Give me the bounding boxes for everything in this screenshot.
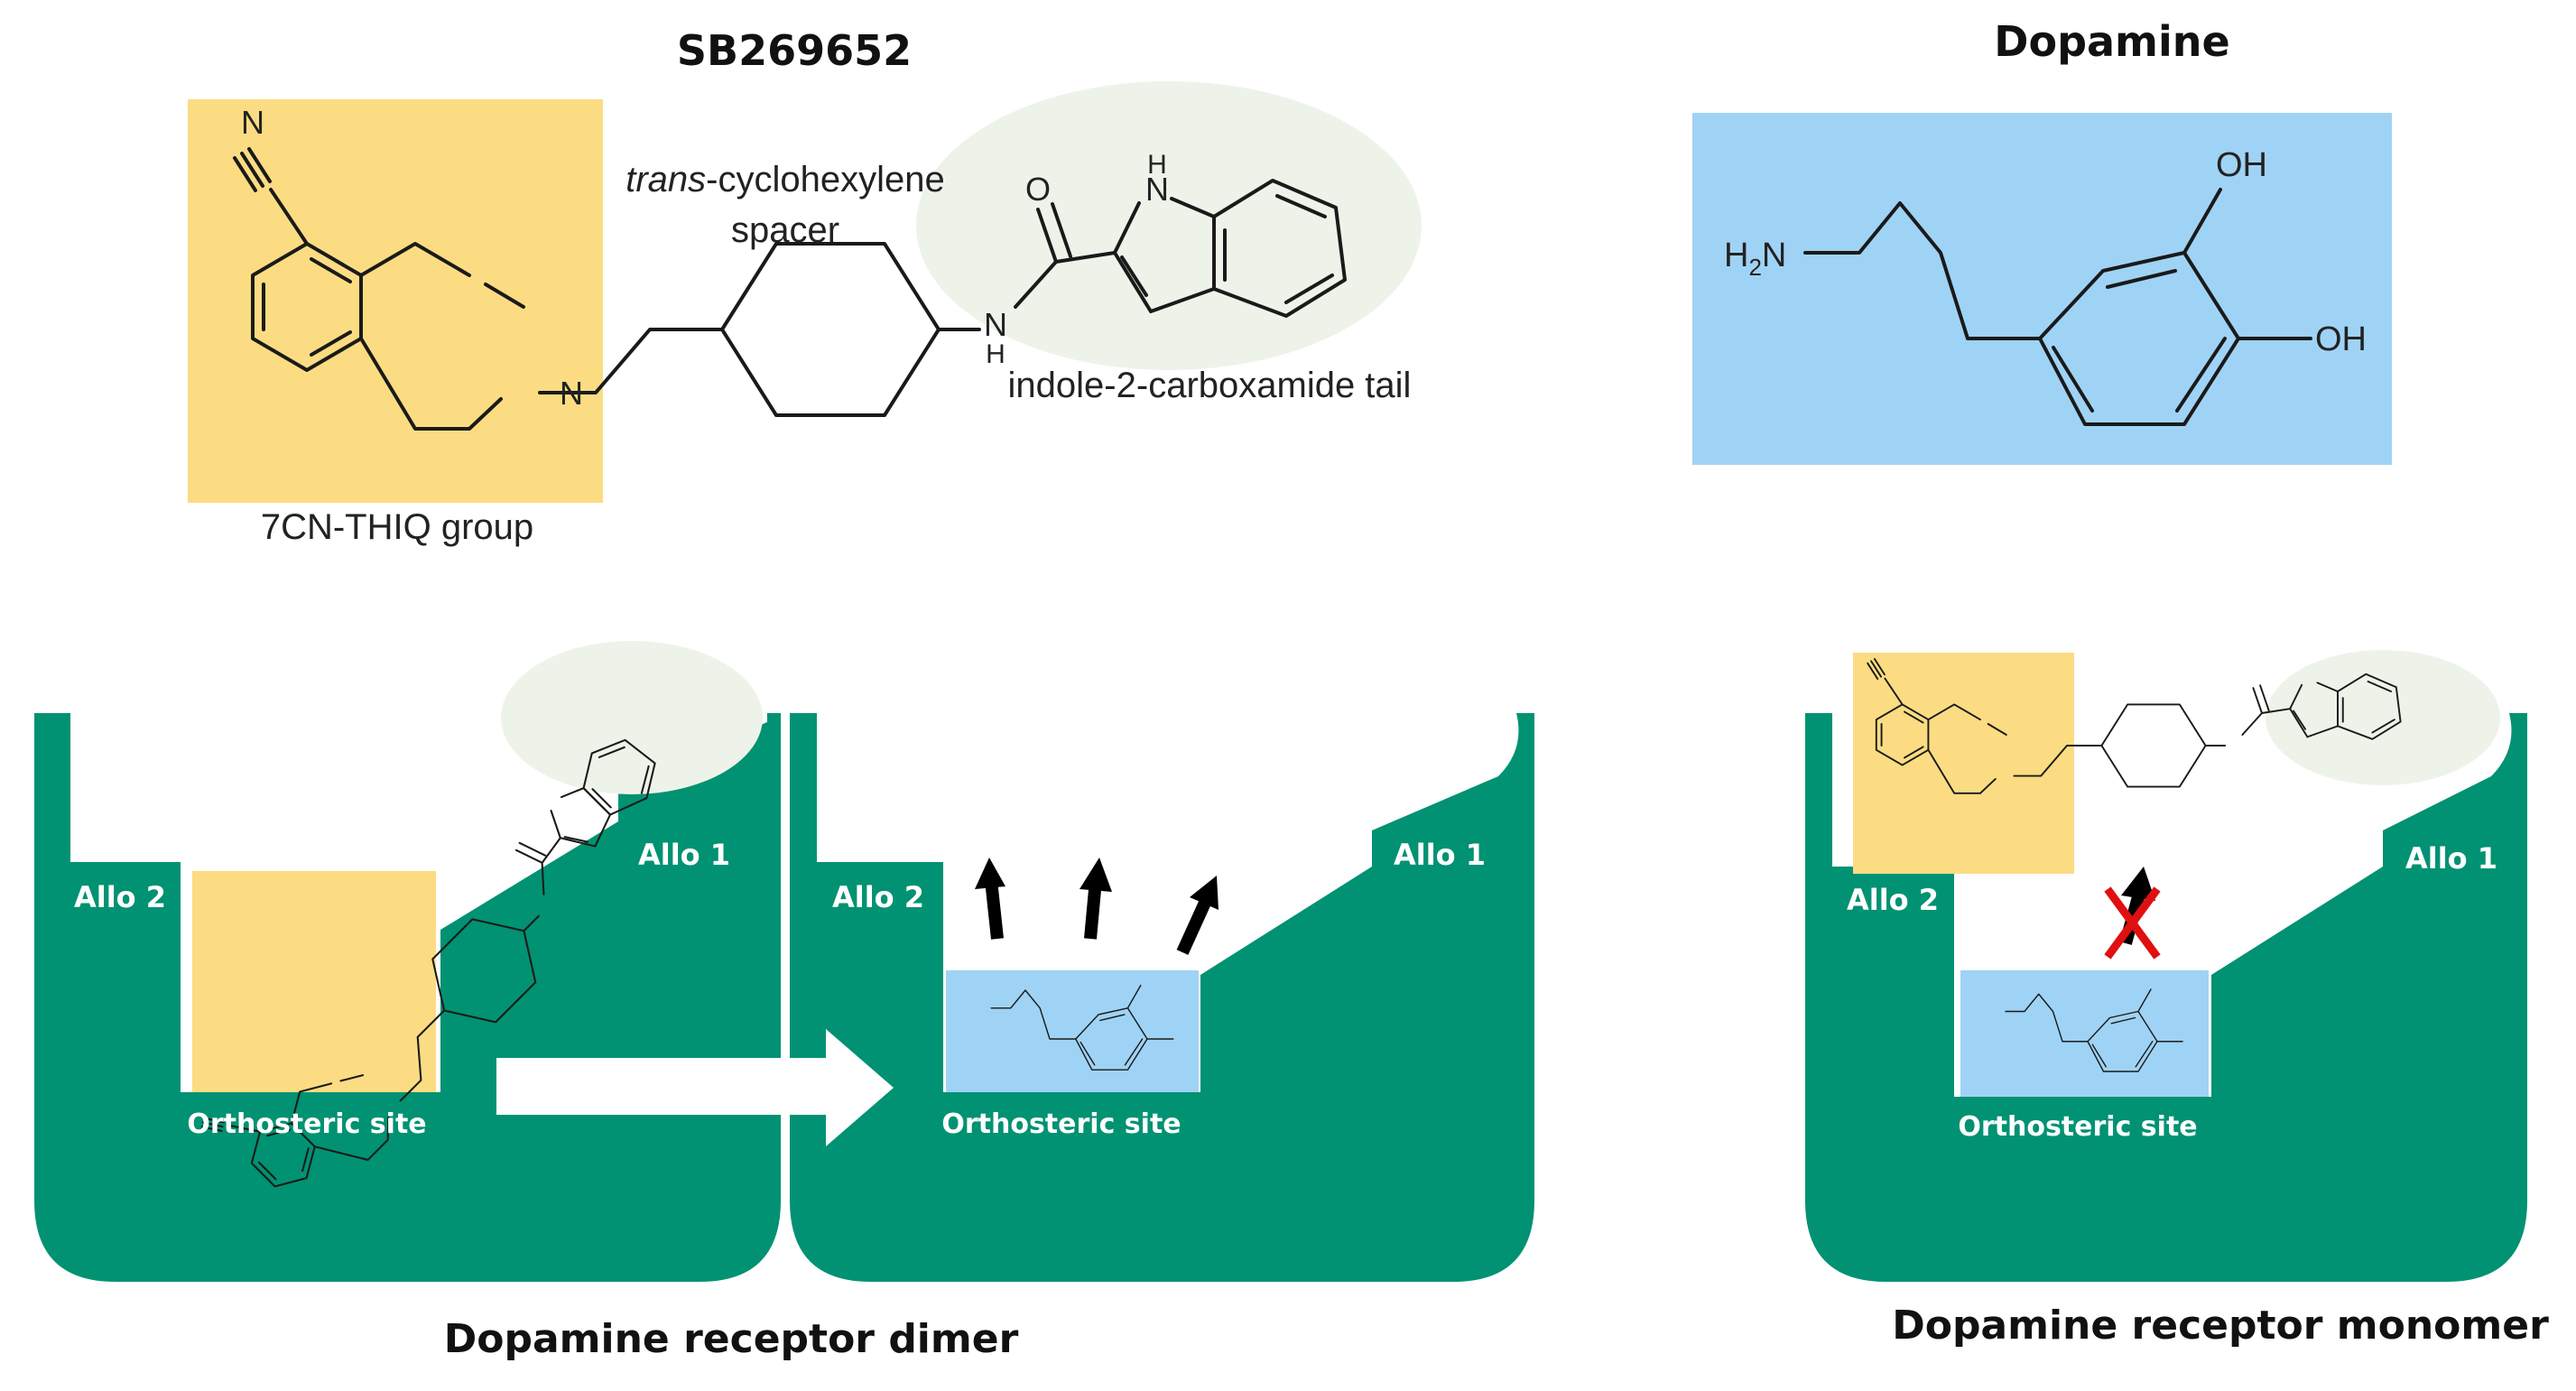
monomer-ortho: Orthosteric site	[1958, 1111, 2197, 1143]
dimer-ortho-right: Orthosteric site	[941, 1108, 1181, 1140]
atom-oh-top: OH	[2216, 146, 2267, 184]
monomer-allo1: Allo 1	[2405, 841, 2497, 876]
dimer-transition-arrow	[496, 1029, 894, 1146]
dimer-allo1-left: Allo 1	[638, 838, 730, 872]
spacer-label-line2: spacer	[731, 210, 839, 250]
receptor-monomer	[1805, 713, 2527, 1282]
receptor-left-protomer	[34, 713, 781, 1282]
thiq-highlight-box	[188, 99, 603, 503]
tail-label: indole-2-carboxamide tail	[1008, 366, 1412, 405]
dimer-allo1-right: Allo 1	[1394, 838, 1486, 872]
atom-n-indole: N	[1145, 171, 1169, 208]
atom-oh-right: OH	[2315, 320, 2367, 358]
atom-h2n-sub: 2	[1748, 254, 1761, 281]
sb269652-title: SB269652	[677, 26, 912, 75]
atom-h2n: H2N	[1724, 236, 1786, 281]
atom-n-amide: N	[984, 306, 1007, 343]
receptor-right-protomer	[790, 713, 1534, 1282]
monomer-allo2: Allo 2	[1847, 883, 1939, 917]
red-x-icon	[2104, 886, 2161, 960]
dimer-allo2-right: Allo 2	[832, 880, 924, 914]
dopamine-title: Dopamine	[1994, 17, 2229, 66]
dopamine-release-arrows	[975, 858, 1219, 955]
right-dopamine-box	[946, 970, 1199, 1092]
atom-n-ring: N	[560, 375, 583, 412]
atom-n-nitrile: N	[241, 104, 264, 141]
atom-h-indole: H	[1147, 150, 1167, 180]
atom-h2n-h: H	[1724, 236, 1748, 274]
spacer-label: trans-cyclohexylene	[625, 160, 945, 199]
dimer-caption: Dopamine receptor dimer	[444, 1316, 1019, 1362]
monomer-thiq-box	[1853, 653, 2074, 874]
atom-h2n-n: N	[1762, 236, 1786, 274]
monomer-tail-highlight	[2266, 650, 2500, 785]
thiq-label: 7CN-THIQ group	[261, 507, 533, 547]
dimer-ortho-left: Orthosteric site	[187, 1108, 426, 1140]
atom-h-amide: H	[986, 339, 1005, 369]
spacer-label-rest: -cyclohexylene	[706, 160, 945, 199]
left-tail-highlight	[501, 641, 763, 794]
atom-o-amide: O	[1025, 171, 1051, 208]
monomer-dopamine-box	[1960, 970, 2209, 1097]
left-thiq-box	[192, 871, 436, 1092]
dopamine-highlight-box	[1692, 113, 2392, 465]
spacer-label-italic: trans	[625, 160, 706, 199]
monomer-caption: Dopamine receptor monomer	[1892, 1303, 2549, 1349]
dimer-allo2-left: Allo 2	[74, 880, 166, 914]
